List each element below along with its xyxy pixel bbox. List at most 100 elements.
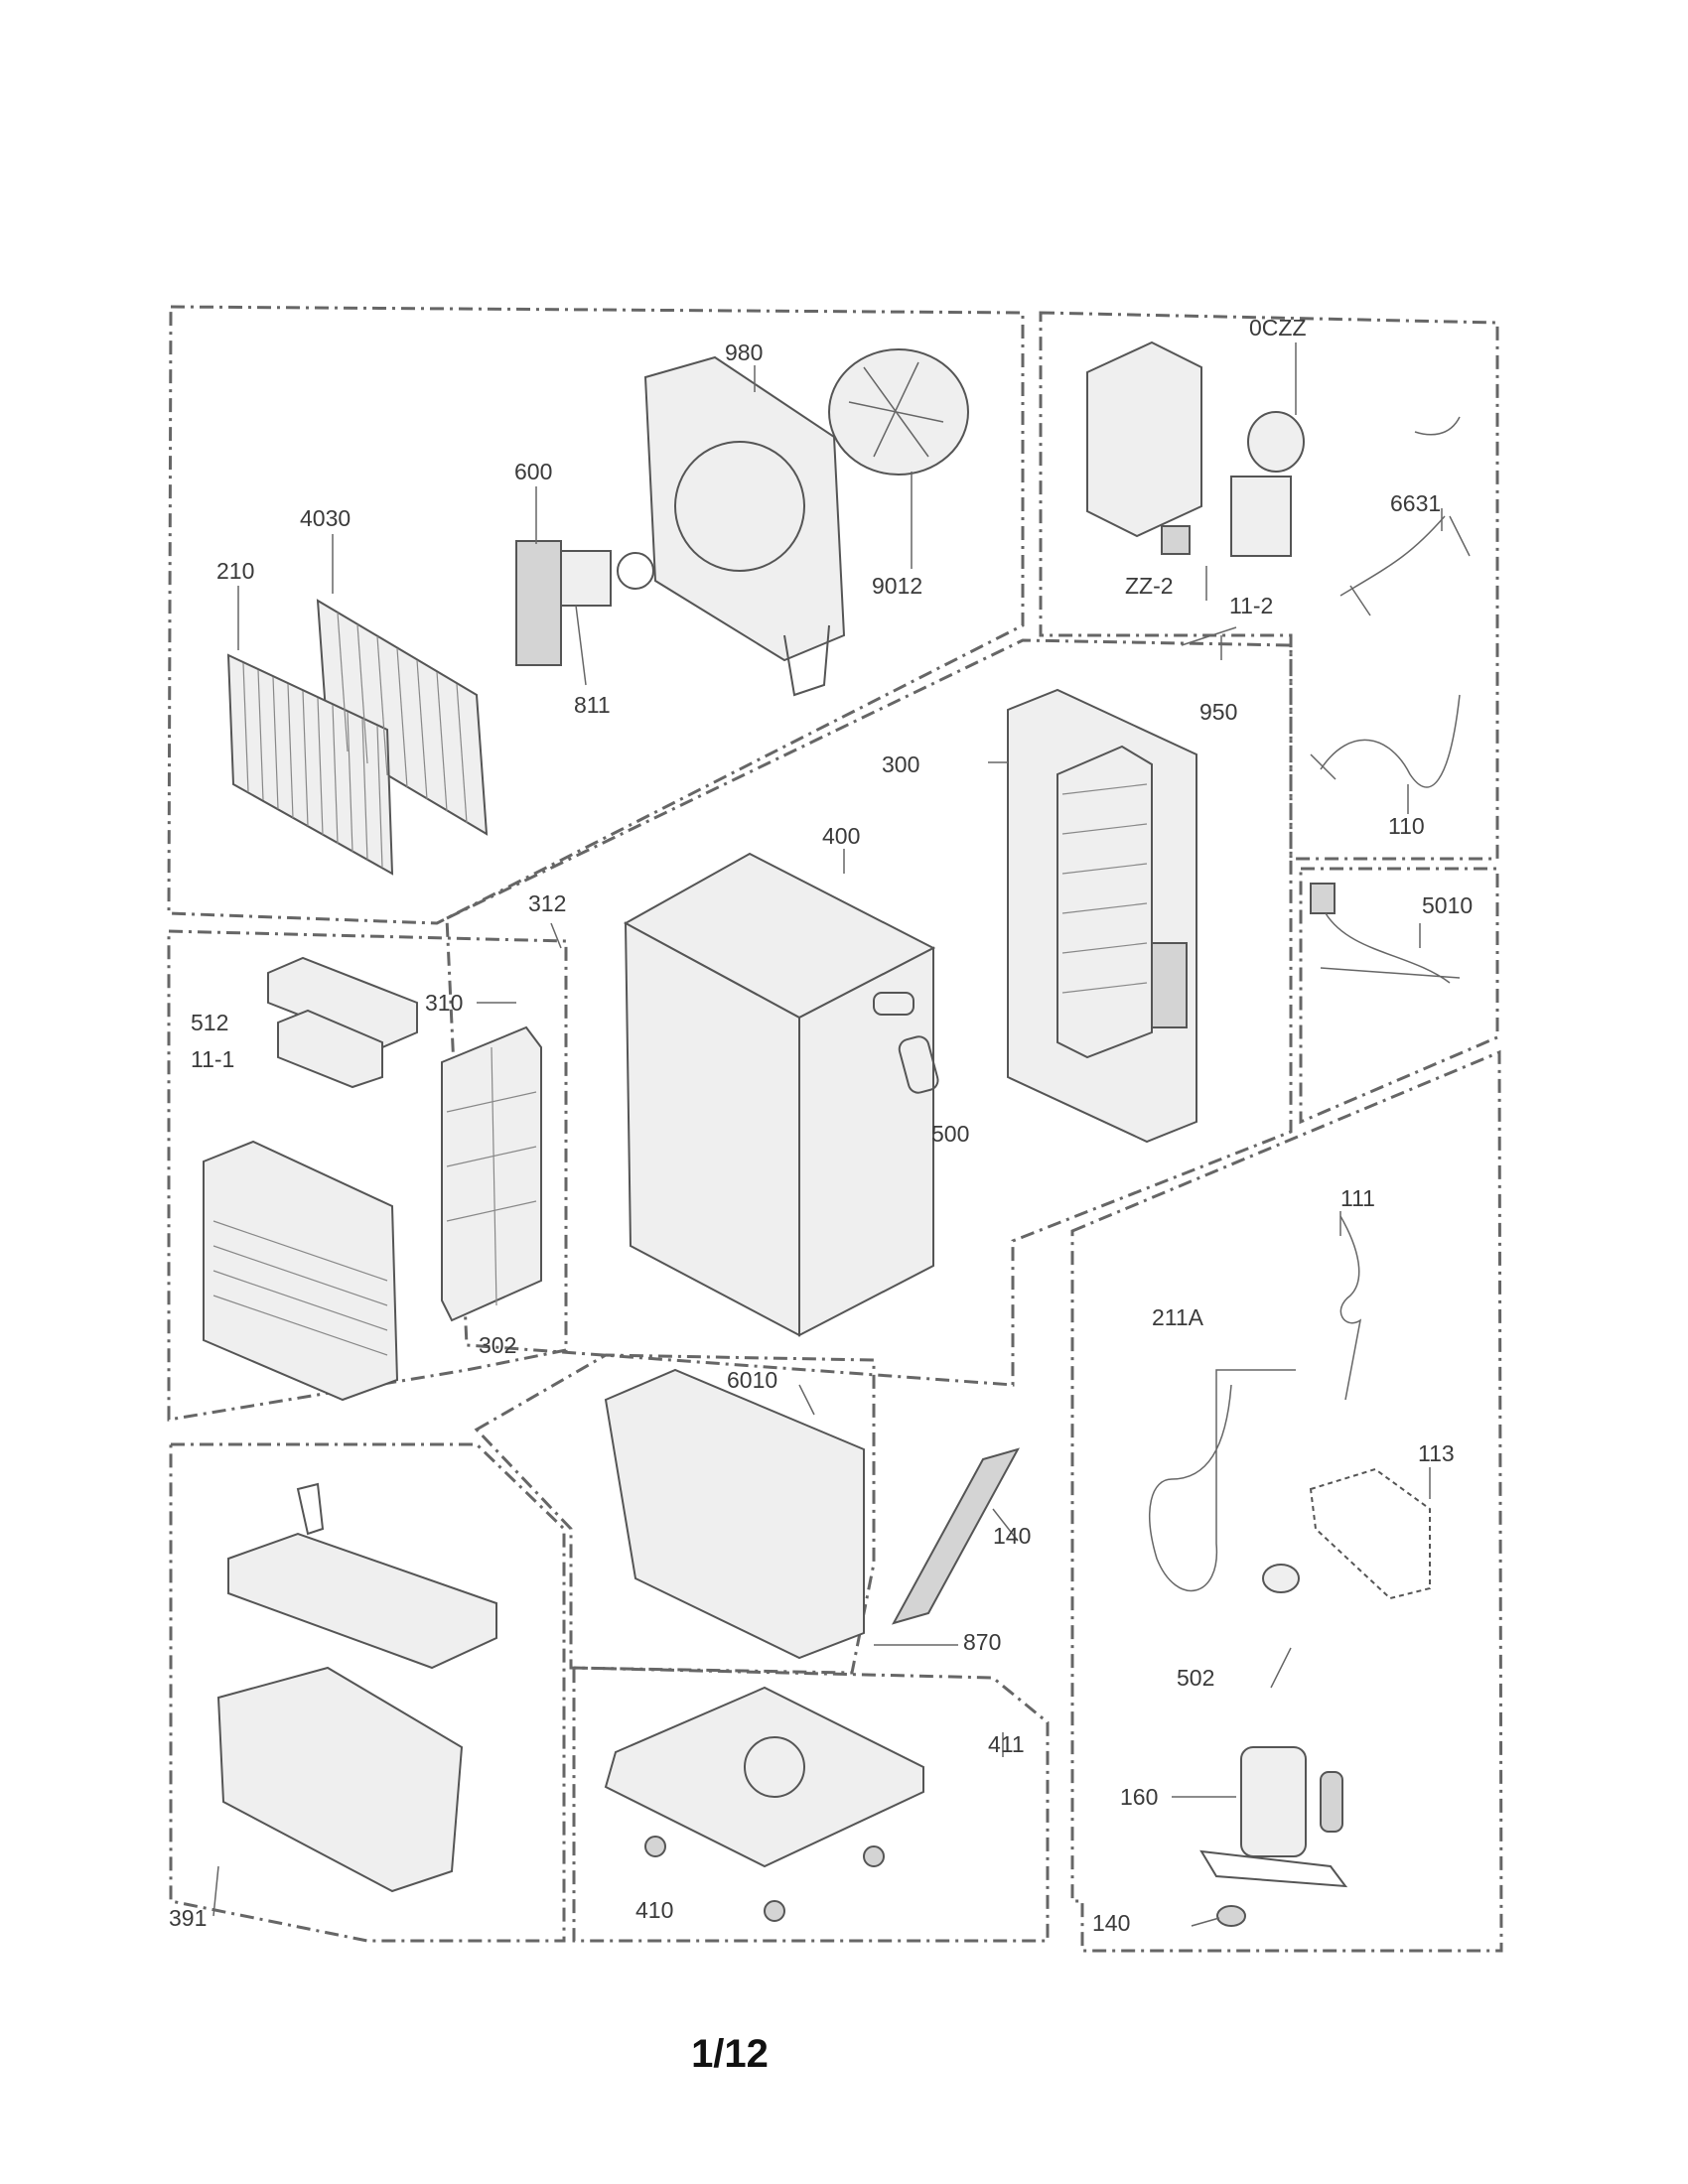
callout-0czz: 0CZZ (1249, 315, 1307, 341)
drain-housing-part (604, 1368, 1021, 1660)
motor-hub (617, 552, 654, 590)
callout-811: 811 (574, 692, 611, 718)
caster-2 (764, 1900, 785, 1922)
shroud-body (643, 355, 846, 662)
overload-502 (1262, 1564, 1300, 1593)
relay-zz2 (1161, 525, 1191, 555)
harness-6631 (1339, 515, 1471, 616)
caster-1 (644, 1836, 666, 1857)
callout-110: 110 (1388, 813, 1425, 839)
water-tank-part (216, 1482, 497, 1893)
callout-600: 600 (514, 459, 552, 484)
back-vent-box (1151, 942, 1188, 1028)
back-panel-part (1007, 688, 1197, 1144)
bracket-motor (560, 550, 612, 607)
callout-labels: 980 600 4030 210 811 9012 0CZZ 6631 ZZ-2… (169, 315, 1473, 1936)
control-box-part (1086, 341, 1305, 557)
page-number: 1/12 (691, 2032, 769, 2076)
border-power-cord-section (1299, 867, 1499, 1125)
callout-210: 210 (216, 558, 254, 584)
border-base-section (572, 1666, 1050, 1943)
tube-211a (1149, 1369, 1296, 1592)
capacitor-0czz (1247, 411, 1305, 473)
harness-top (1414, 416, 1461, 436)
fan-part (828, 348, 969, 476)
shroud-opening (674, 441, 805, 572)
power-cord-wire (1320, 912, 1461, 984)
section-borders (167, 305, 1503, 1953)
caster-3 (863, 1845, 885, 1867)
callout-500: 500 (931, 1121, 969, 1147)
callout-310: 310 (425, 990, 463, 1016)
callout-5010: 5010 (1422, 892, 1473, 918)
callout-4030: 4030 (300, 505, 351, 531)
border-front-panel-section (167, 929, 568, 1422)
harness-110 (1310, 694, 1461, 788)
compressor-base (1199, 1849, 1348, 1888)
callout-950: 950 (1199, 699, 1237, 725)
bracket-plate (515, 540, 562, 666)
front-grille-louvers (212, 1220, 388, 1356)
fan-blades (848, 361, 944, 458)
front-assembly (203, 956, 542, 1402)
front-grille (203, 1140, 399, 1402)
callout-6010: 6010 (727, 1367, 777, 1393)
pcb-512 (277, 1009, 383, 1089)
callout-302: 302 (479, 1332, 516, 1358)
border-tank-section (169, 1442, 566, 1943)
callout-980: 980 (725, 340, 763, 365)
float-arm (296, 1482, 325, 1536)
compressor-part (1149, 1215, 1431, 1927)
compressor-160 (1240, 1746, 1307, 1857)
coil-fins (242, 612, 468, 869)
back-grille (1056, 745, 1153, 1059)
callout-9012: 9012 (872, 573, 922, 599)
back-panel (1007, 688, 1197, 1144)
filter-302 (441, 1025, 542, 1322)
border-control-box-section (1039, 311, 1499, 861)
callout-391: 391 (169, 1905, 207, 1931)
callout-411: 411 (988, 1731, 1025, 1757)
callout-300: 300 (882, 751, 919, 777)
cabinet-part (623, 852, 936, 1337)
pcb-board (1230, 476, 1292, 557)
accumulator (1320, 1771, 1343, 1833)
power-plug (1310, 883, 1336, 914)
tube-111 (1339, 1215, 1362, 1401)
callout-6631: 6631 (1390, 490, 1441, 516)
callout-211a: 211A (1152, 1304, 1204, 1330)
grommet-140 (1216, 1905, 1246, 1927)
border-coil-fan-section (167, 305, 1025, 925)
back-grille-mesh (1061, 783, 1148, 994)
motor-bracket-part (515, 540, 654, 666)
callout-140-hose: 140 (993, 1523, 1031, 1549)
power-cord-part (1310, 883, 1461, 984)
callout-502: 502 (1177, 1665, 1214, 1691)
gasket-part (898, 1035, 939, 1094)
callout-11-1: 11-1 (191, 1046, 234, 1072)
callout-512: 512 (191, 1010, 228, 1035)
callout-11-2: 11-2 (1229, 593, 1273, 618)
border-drain-section (474, 1353, 876, 1675)
tank-bucket (216, 1666, 464, 1893)
callout-113: 113 (1418, 1440, 1455, 1466)
wire-harnesses (1310, 416, 1471, 788)
cabinet-handle-slot (873, 992, 914, 1016)
border-compressor-section (1070, 1049, 1503, 1953)
leader-lines (212, 342, 1443, 1927)
callout-870: 870 (963, 1629, 1001, 1655)
drain-housing (604, 1368, 865, 1660)
callout-111: 111 (1340, 1185, 1375, 1211)
callout-140-grommet: 140 (1092, 1910, 1130, 1936)
fan-shroud-part (643, 355, 846, 697)
callout-zz-2: ZZ-2 (1125, 573, 1174, 599)
base-part (604, 1686, 924, 1922)
shroud-foot (783, 624, 830, 697)
callout-160: 160 (1120, 1784, 1158, 1810)
callout-312: 312 (528, 890, 566, 916)
base-plate (604, 1686, 924, 1868)
filter-mesh (446, 1046, 537, 1306)
drain-hose (891, 1447, 1021, 1625)
base-center-ring (744, 1736, 805, 1798)
